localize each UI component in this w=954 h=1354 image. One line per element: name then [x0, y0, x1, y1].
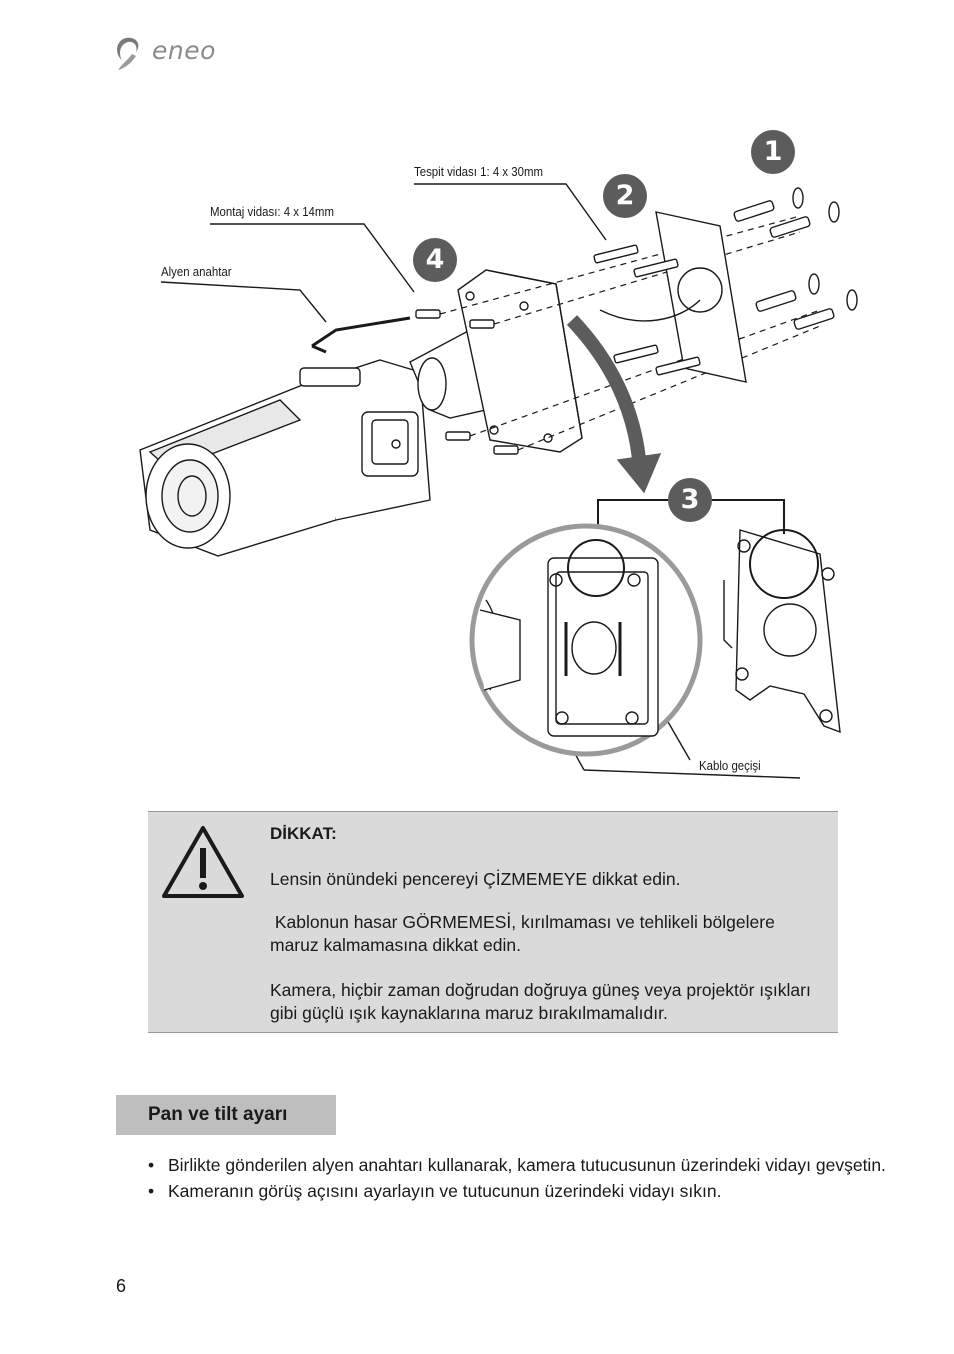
list-item: • Kameranın görüş açısını ayarlayın ve t…	[148, 1180, 888, 1204]
caution-box: DİKKAT: Lensin önündeki pencereyi ÇİZMEM…	[148, 811, 838, 1033]
warning-triangle-icon	[162, 826, 244, 898]
caution-paragraph: Kamera, hiçbir zaman doğrudan doğruya gü…	[270, 980, 811, 1023]
caution-paragraph: Kablonun hasar GÖRMEMESİ, kırılmaması ve…	[270, 912, 780, 955]
bullet-marker: •	[148, 1155, 155, 1175]
list-item: • Birlikte gönderilen alyen anahtarı kul…	[148, 1154, 888, 1178]
list-item-text: Kameranın görüş açısını ayarlayın ve tut…	[168, 1180, 722, 1201]
page-number: 6	[116, 1276, 127, 1296]
caution-title: DİKKAT:	[270, 824, 337, 843]
step-1-badge: 1	[751, 130, 795, 174]
bullet-marker: •	[148, 1180, 155, 1201]
bullet-list: • Birlikte gönderilen alyen anahtarı kul…	[148, 1154, 888, 1205]
allen-key-label: Alyen anahtar	[161, 264, 232, 279]
caution-paragraph: Lensin önündeki pencereyi ÇİZMEMEYE dikk…	[270, 869, 681, 889]
fixing-screw-label: Tespit vidası 1: 4 x 30mm	[414, 164, 544, 179]
step-4-badge: 4	[413, 238, 457, 282]
logo-text: eneo	[152, 36, 216, 65]
cable-passage-label: Kablo geçişi	[699, 758, 761, 773]
list-item-text: Birlikte gönderilen alyen anahtarı kulla…	[168, 1155, 886, 1175]
mounting-screw-label: Montaj vidası: 4 x 14mm	[210, 204, 334, 219]
step-2-badge: 2	[603, 174, 647, 218]
section-heading: Pan ve tilt ayarı	[116, 1095, 336, 1135]
eneo-logo-icon	[117, 37, 139, 70]
step-3-badge: 3	[668, 478, 712, 522]
installation-diagram	[139, 183, 858, 779]
